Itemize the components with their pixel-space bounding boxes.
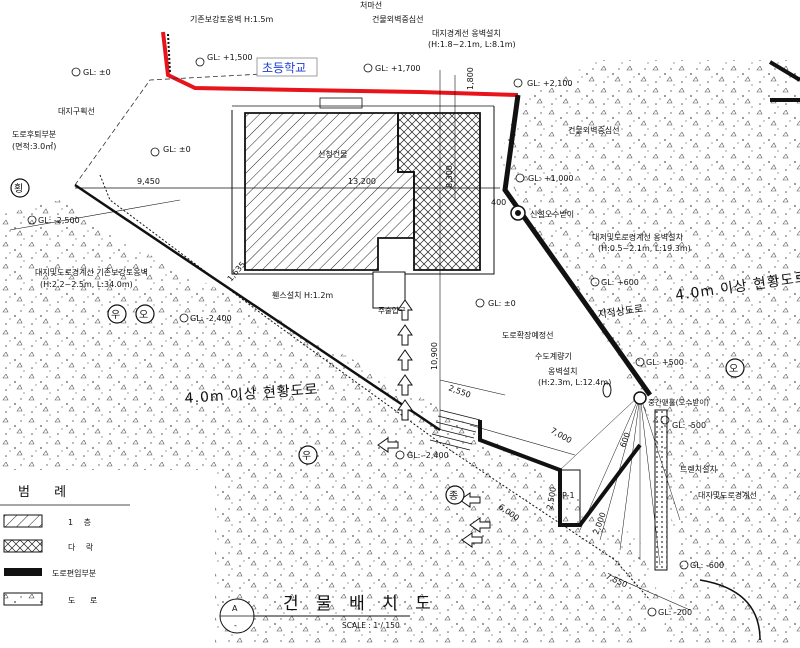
title-bubble-bottom: - [234, 621, 237, 630]
building-floor1 [244, 112, 415, 271]
legend-label-road: 도 로 [68, 596, 103, 605]
outer-wall-center-right-label: 건물외벽중심선 [568, 125, 620, 135]
dim-9450: 9,450 [137, 177, 160, 186]
inter-manhole-label: 중간맨홀(오수받이) [648, 397, 709, 407]
level-gl-e: GL: ±0 [163, 145, 191, 154]
title-block: A - 건 물 배 치 도 SCALE : 1 / 150 [219, 594, 437, 634]
level-gl-j: GL: +600 [601, 278, 639, 287]
dim-2500: 2,500 [545, 486, 558, 510]
legend-label-road-incorp: 도로편입부분 [52, 568, 96, 578]
direction-marks [10, 178, 745, 505]
dim-10900: 10,900 [430, 342, 439, 370]
level-gl-n: GL: -600 [690, 561, 724, 570]
legend-swatch-road [3, 592, 43, 606]
legend-label-attic: 다 락 [68, 542, 97, 552]
level-gl-k: GL: +500 [646, 358, 684, 367]
site-line-label: 대지구획선 [58, 106, 95, 116]
level-gl-b: GL: +1,500 [207, 53, 253, 62]
entrance-label: 주출입구 [378, 305, 406, 315]
level-markers [27, 57, 689, 617]
new-building-label: 신청건물 [318, 149, 347, 159]
direction-right2: 오 [139, 310, 148, 321]
site-boundary-wall-label: 대지경계선 옹벽설치 [432, 28, 501, 38]
level-gl-i: GL: ±0 [488, 299, 516, 308]
manhole-label: 신설오수받이 [530, 209, 574, 219]
road-expansion-label: 도로확장예정선 [502, 330, 554, 340]
direction-heng: 횡 [14, 183, 23, 195]
site-road-wall-label: 대지및도로경계선 옹벽설치 [592, 232, 683, 242]
legend-swatch-attic [3, 539, 43, 553]
level-gl-c: GL: +1,700 [375, 64, 421, 73]
road-setback-area-label: (면적:3.0㎡) [12, 141, 56, 151]
outer-wall-center-top-label: 건물외벽중심선 [372, 14, 424, 24]
dim-7000: 7,000 [549, 426, 573, 445]
site-road-wall-dim-label: (H:0.5~2.1m, L:19.3m) [598, 244, 691, 253]
legend-swatch-floor1 [3, 514, 43, 528]
retaining-install-label: 옹벽설치 [548, 366, 577, 376]
road-area-right [500, 60, 800, 644]
legend-heading: 범 례 [18, 485, 76, 500]
level-gl-h: GL: -2,400 [190, 314, 232, 323]
dim-600: 600 [618, 431, 632, 448]
site-road-wall-left-label: 대지및도로경계선 기존보강토옹벽 [35, 267, 148, 277]
direction-labels: 횡 우 오 오 우 종 [14, 183, 738, 502]
school-wall [161, 31, 519, 97]
dim-1800: 1,800 [466, 67, 475, 90]
direction-right4: 오 [729, 364, 738, 375]
level-gl-a: GL: ±0 [83, 68, 111, 77]
level-gl-d: GL: +2,100 [527, 79, 573, 88]
retaining-install-dim-label: (H:2.3m, L:12.4m) [538, 378, 611, 387]
fence-label: 휀스설치 H:1.2m [272, 290, 333, 300]
level-labels: GL: ±0 GL: +1,500 GL: +1,700 GL: +2,100 … [38, 53, 724, 617]
retaining-wall-label: 기존보강토옹벽 H:1.5m [190, 14, 273, 24]
direction-right1: 우 [111, 309, 120, 321]
drawing-scale: SCALE : 1 / 150 [342, 621, 400, 630]
building-attic [397, 112, 481, 271]
eaves-label: 처마선 [360, 1, 382, 10]
level-gl-m: GL: -2,400 [407, 451, 449, 460]
dim-1635: 1,635 [226, 260, 248, 283]
title-bubble-top: A [232, 604, 238, 613]
dim-400: 400 [491, 198, 506, 207]
water-meter-label: 수도계량기 [535, 351, 572, 361]
legend-label-floor1: 1 층 [68, 518, 95, 527]
level-gl-l: GL: -500 [672, 421, 706, 430]
level-gl-o: GL: -200 [658, 608, 692, 617]
legend: 범 례 1 층 다 락 도로편입부분 도 로 [0, 485, 130, 606]
direction-right3: 우 [302, 450, 311, 462]
road-setback-label: 도로후퇴부분 [12, 130, 56, 139]
dim-8300: 8,300 [445, 165, 454, 188]
legend-swatch-road-incorp [4, 568, 42, 576]
site-boundary-wall-dim-label: (H:1.8~2.1m, L:8.1m) [428, 40, 516, 49]
drawing-title: 건 물 배 치 도 [283, 594, 437, 614]
parking-label: P-1 [562, 491, 575, 500]
entrance-arrows [377, 299, 491, 548]
dim-2550: 2,550 [447, 383, 472, 399]
stairs [429, 409, 481, 451]
dimension-labels: 9,450 13,200 1,800 8,300 400 1,635 10,90… [137, 67, 632, 589]
dim-13200: 13,200 [348, 177, 376, 186]
level-gl-g: GL: -2,500 [38, 216, 80, 225]
school-label: 초등학교 [262, 61, 306, 75]
direction-jong: 종 [449, 490, 458, 502]
site-road-wall-left-dim-label: (H:2.2~2.5m, L:34.0m) [40, 280, 133, 289]
road-incorporation-line [502, 94, 653, 397]
site-road-boundary-label: 대지및도로경계선 [698, 490, 757, 500]
level-gl-f: GL: +1,000 [528, 174, 574, 183]
trench-label: 트렌치설치 [680, 464, 717, 474]
